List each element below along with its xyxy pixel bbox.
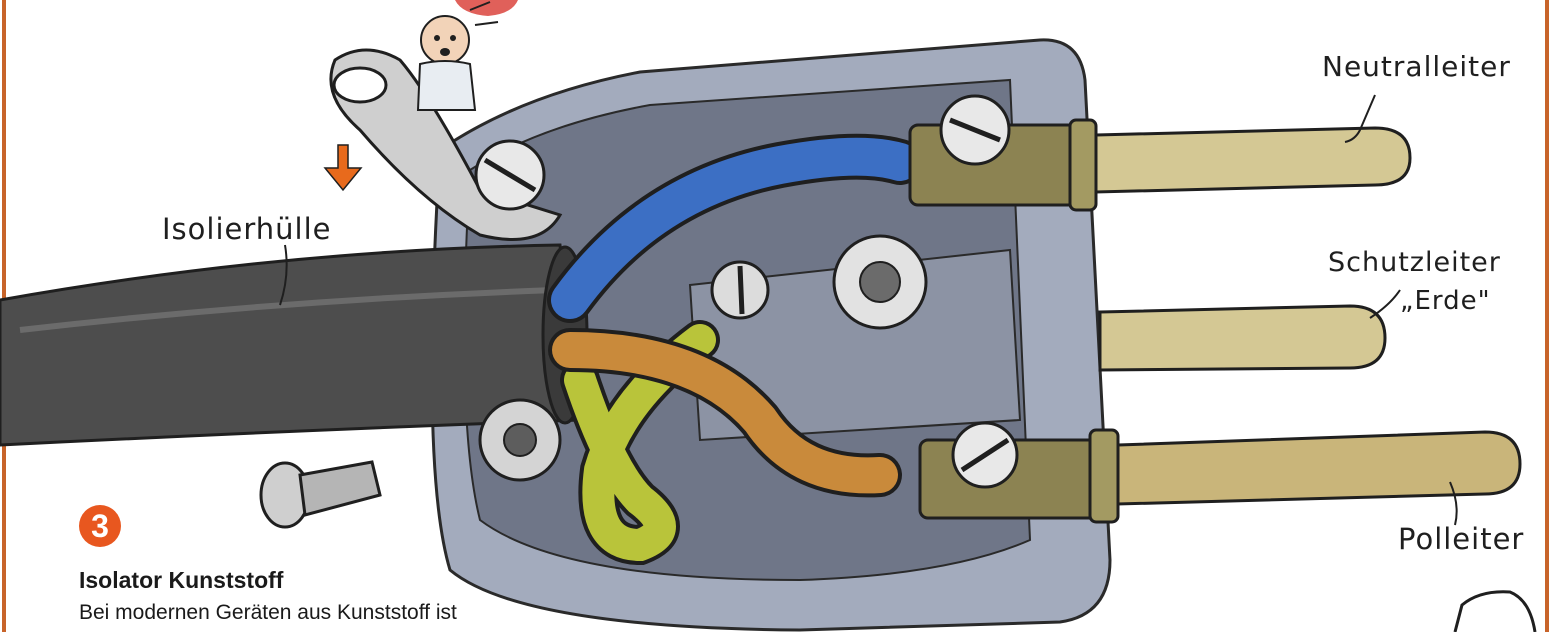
loose-screw bbox=[261, 462, 380, 527]
neutral-conductor-label: Neutralleiter bbox=[1322, 50, 1511, 83]
phase-conductor-label: Polleiter bbox=[1398, 522, 1524, 556]
center-nut bbox=[834, 236, 926, 328]
earth-leader-line bbox=[1370, 290, 1400, 318]
bottom-sketch-fragment bbox=[1455, 592, 1535, 632]
tiny-worker-figure bbox=[418, 2, 498, 110]
down-arrow-icon bbox=[325, 145, 361, 190]
neutral-terminal-screw bbox=[941, 96, 1009, 164]
step-number-badge: 3 bbox=[79, 505, 121, 547]
phase-terminal-screw bbox=[953, 423, 1017, 487]
earth-label: „Erde" bbox=[1400, 286, 1491, 316]
protective-conductor-label: Schutzleiter bbox=[1328, 247, 1501, 278]
earth-terminal-screw bbox=[712, 262, 768, 318]
insulation-sheath-label: Isolierhülle bbox=[162, 212, 332, 246]
caption-title: Isolator Kunststoff bbox=[79, 567, 283, 594]
housing-nut bbox=[480, 400, 560, 480]
earth-pin bbox=[1100, 306, 1385, 370]
caption-text: Bei modernen Geräten aus Kunststoff ist bbox=[79, 601, 457, 625]
